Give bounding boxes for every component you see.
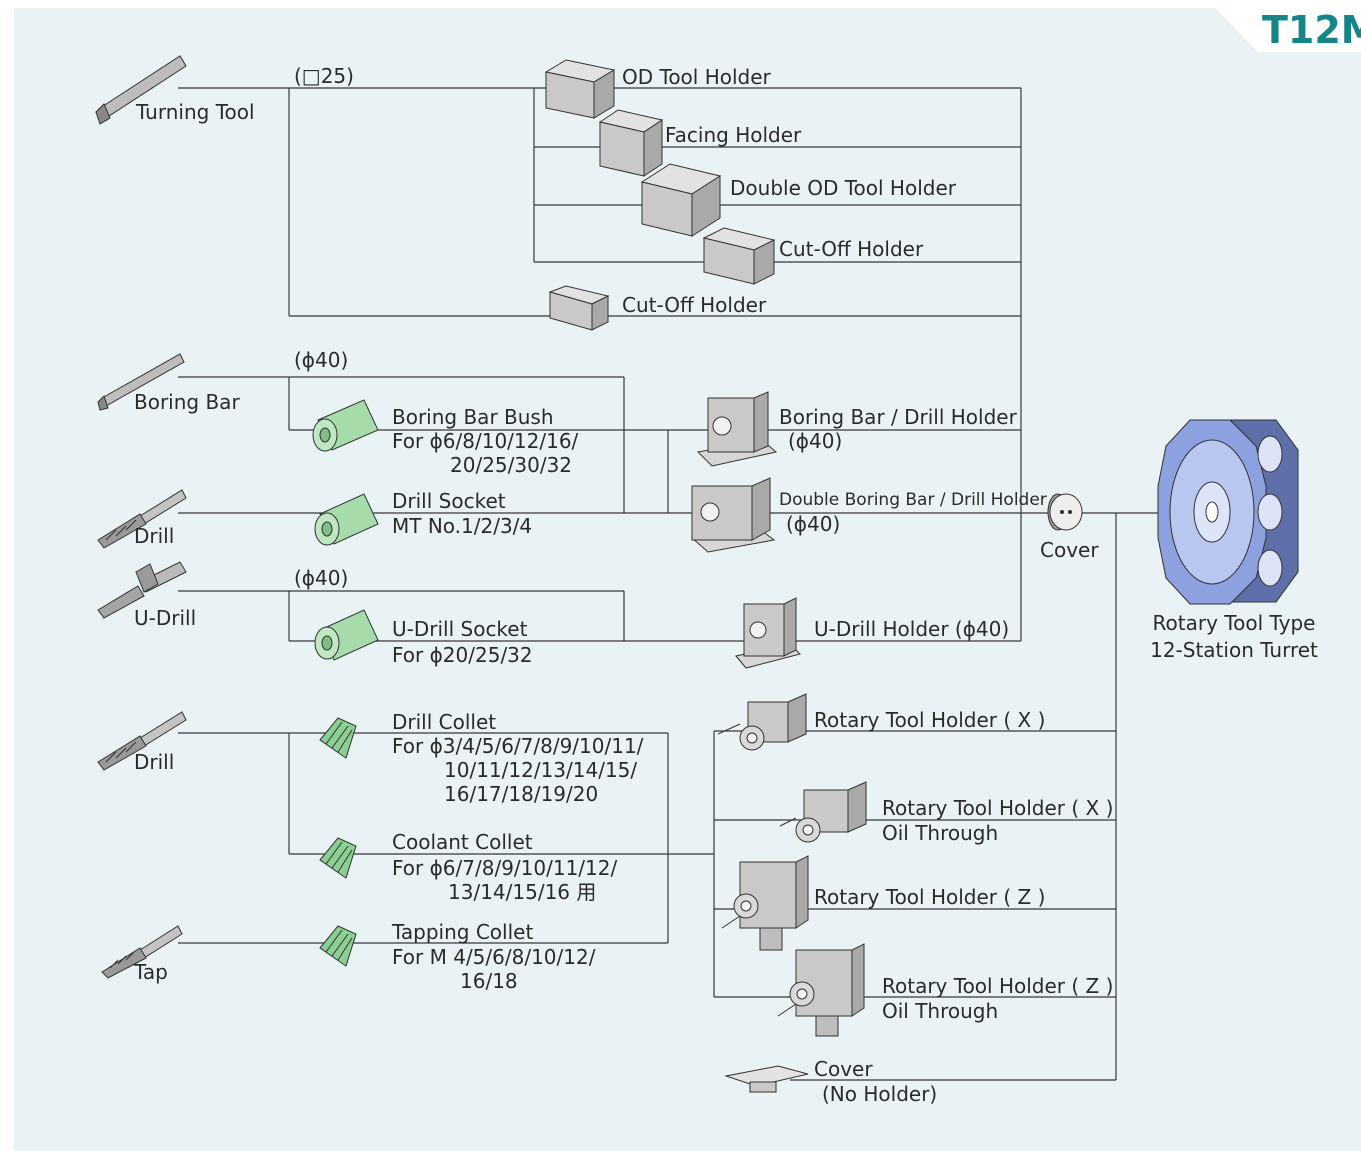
drill-label-2: Drill (134, 750, 174, 774)
cut-off-holder-label-1: Cut-Off Holder (779, 237, 923, 261)
drill-collet-sizes-2: 10/11/12/13/14/15/ (444, 758, 637, 782)
tapping-collet-title: Tapping Collet (392, 920, 533, 944)
turret-icon (1158, 420, 1298, 604)
u-drill-socket-title: U-Drill Socket (392, 617, 527, 641)
double-od-tool-holder-label: Double OD Tool Holder (730, 176, 956, 200)
rotary-tool-holder-x-oil-sub: Oil Through (882, 821, 998, 845)
coolant-collet-sizes-1: For ϕ6/7/8/9/10/11/12/ (392, 856, 617, 880)
od-tool-holder-label: OD Tool Holder (622, 65, 771, 89)
tap-label: Tap (134, 960, 168, 984)
double-boring-bar-drill-holder-label: Double Boring Bar / Drill Holder (779, 488, 1047, 512)
rotary-tool-holder-z-oil-label: Rotary Tool Holder ( Z ) (882, 974, 1113, 998)
cover-no-holder-sub: (No Holder) (822, 1082, 937, 1106)
tapping-collet-sizes-2: 16/18 (460, 969, 518, 993)
turning-tool-label: Turning Tool (136, 100, 255, 124)
double-boring-bar-drill-holder-icon (692, 478, 774, 552)
boring-bar-bush-sizes-2: 20/25/30/32 (450, 453, 572, 477)
drill-collet-sizes-1: For ϕ3/4/5/6/7/8/9/10/11/ (392, 734, 643, 758)
rotary-tool-holder-x-label: Rotary Tool Holder ( X ) (814, 708, 1045, 732)
drill-label: Drill (134, 524, 174, 548)
size-phi-40-b: (ϕ40) (294, 566, 348, 590)
boring-bar-bush-sizes-1: For ϕ6/8/10/12/16/ (392, 429, 578, 453)
od-tool-holder-icon (546, 60, 614, 118)
drill-collet-title: Drill Collet (392, 710, 496, 734)
turret-label-2: 12-Station Turret (1134, 638, 1334, 662)
u-drill-socket-sizes: For ϕ20/25/32 (392, 643, 533, 667)
cover-label: Cover (1040, 538, 1099, 562)
cover-icon (1048, 494, 1082, 530)
model-code: T12M (1262, 8, 1361, 52)
drill-collet-sizes-3: 16/17/18/19/20 (444, 782, 598, 806)
coolant-collet-sizes-2: 13/14/15/16 用 (448, 880, 596, 904)
drill-socket-sizes: MT No.1/2/3/4 (392, 514, 532, 538)
double-boring-bar-drill-holder-size: (ϕ40) (786, 512, 840, 536)
rotary-tool-holder-x-oil-label: Rotary Tool Holder ( X ) (882, 796, 1113, 820)
size-phi-40-a: (ϕ40) (294, 348, 348, 372)
u-drill-label: U-Drill (134, 606, 196, 630)
rotary-tool-holder-z-label: Rotary Tool Holder ( Z ) (814, 885, 1045, 909)
facing-holder-label: Facing Holder (665, 123, 801, 147)
boring-bar-drill-holder-icon (698, 392, 776, 466)
cut-off-holder-label-2: Cut-Off Holder (622, 293, 766, 317)
rotary-tool-holder-z-oil-sub: Oil Through (882, 999, 998, 1023)
boring-bar-drill-holder-size: (ϕ40) (788, 429, 842, 453)
tapping-collet-sizes-1: For M 4/5/6/8/10/12/ (392, 945, 595, 969)
facing-holder-icon (600, 110, 662, 176)
drill-socket-title: Drill Socket (392, 489, 506, 513)
boring-bar-bush-title: Boring Bar Bush (392, 405, 554, 429)
coolant-collet-title: Coolant Collet (392, 830, 533, 854)
boring-bar-label: Boring Bar (134, 390, 240, 414)
u-drill-holder-label: U-Drill Holder (ϕ40) (814, 617, 1009, 641)
size-square-25: (□25) (294, 64, 354, 88)
cover-no-holder-label: Cover (814, 1057, 873, 1081)
double-od-tool-holder-icon (642, 164, 720, 236)
turret-label-1: Rotary Tool Type (1134, 611, 1334, 635)
boring-bar-drill-holder-label: Boring Bar / Drill Holder (779, 405, 1017, 429)
